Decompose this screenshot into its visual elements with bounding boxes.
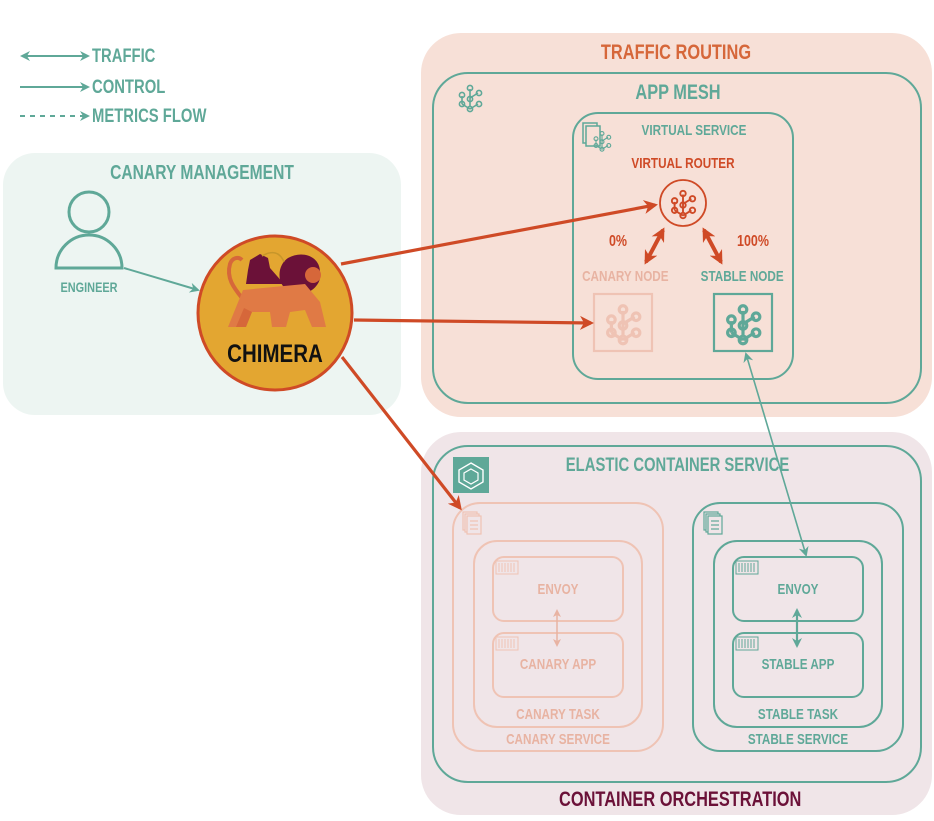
canary-app-label: Canary App <box>519 656 597 673</box>
stable-app-container-icon <box>735 636 759 651</box>
router-canary-traffic-arrow <box>644 227 665 265</box>
virtual-router-title: Virtual Router <box>631 155 735 172</box>
chimera-to-router-arrow <box>340 200 658 266</box>
ecs-icon <box>453 457 489 493</box>
app-mesh-icon <box>458 84 483 113</box>
stable-task-label: Stable Task <box>757 706 839 723</box>
stable-app-label: Stable App <box>761 656 835 673</box>
legend-metrics-flow-label: Metrics Flow <box>92 106 207 127</box>
canary-weight-label: 0% <box>608 233 628 250</box>
canary-envoy-container-icon <box>495 560 519 575</box>
canary-node-icon <box>592 292 654 353</box>
stable-envoy-label: Envoy <box>777 581 819 598</box>
canary-envoy-label: Envoy <box>537 581 579 598</box>
canary-management-title: Canary Management <box>110 162 294 184</box>
app-mesh-box <box>432 72 922 404</box>
stable-node-icon <box>712 292 774 353</box>
container-orchestration-title: Container Orchestration <box>559 788 802 811</box>
canary-service-icon <box>462 511 482 535</box>
chimera-to-canary-service-arrow <box>340 356 462 511</box>
canary-app-container-icon <box>495 636 519 651</box>
router-stable-traffic-arrow <box>702 227 723 265</box>
stable-node-envoy-traffic-arrow <box>743 352 809 557</box>
stable-service-icon <box>703 511 723 535</box>
stable-service-label: Stable Service <box>747 731 849 748</box>
ecs-title: Elastic Container Service <box>565 455 790 476</box>
legend-control-label: Control <box>92 77 166 98</box>
canary-service-label: Canary Service <box>506 731 610 748</box>
engineer-icon <box>54 190 124 270</box>
ecs-box <box>432 445 922 783</box>
virtual-router-icon <box>659 179 707 227</box>
stable-envoy-container-icon <box>735 560 759 575</box>
virtual-service-box <box>572 112 794 380</box>
app-mesh-title: App Mesh <box>635 81 721 104</box>
virtual-service-title: Virtual Service <box>641 122 747 139</box>
virtual-service-icon <box>582 122 612 152</box>
engineer-label: Engineer <box>60 279 118 295</box>
chimera-to-canary-node-arrow <box>353 315 594 330</box>
legend-traffic-label: Traffic <box>92 46 156 67</box>
chimera-logo: CHIMERA <box>196 234 354 392</box>
traffic-routing-title: Traffic Routing <box>600 41 752 64</box>
stable-weight-label: 100% <box>737 233 769 250</box>
canary-task-label: Canary Task <box>516 706 600 723</box>
canary-task-box <box>473 540 643 728</box>
canary-node-label: Canary Node <box>582 268 669 285</box>
canary-service-box <box>452 502 664 752</box>
stable-node-label: Stable Node <box>700 268 784 285</box>
chimera-label: CHIMERA <box>227 339 323 367</box>
engineer-to-chimera-arrow <box>123 267 200 293</box>
